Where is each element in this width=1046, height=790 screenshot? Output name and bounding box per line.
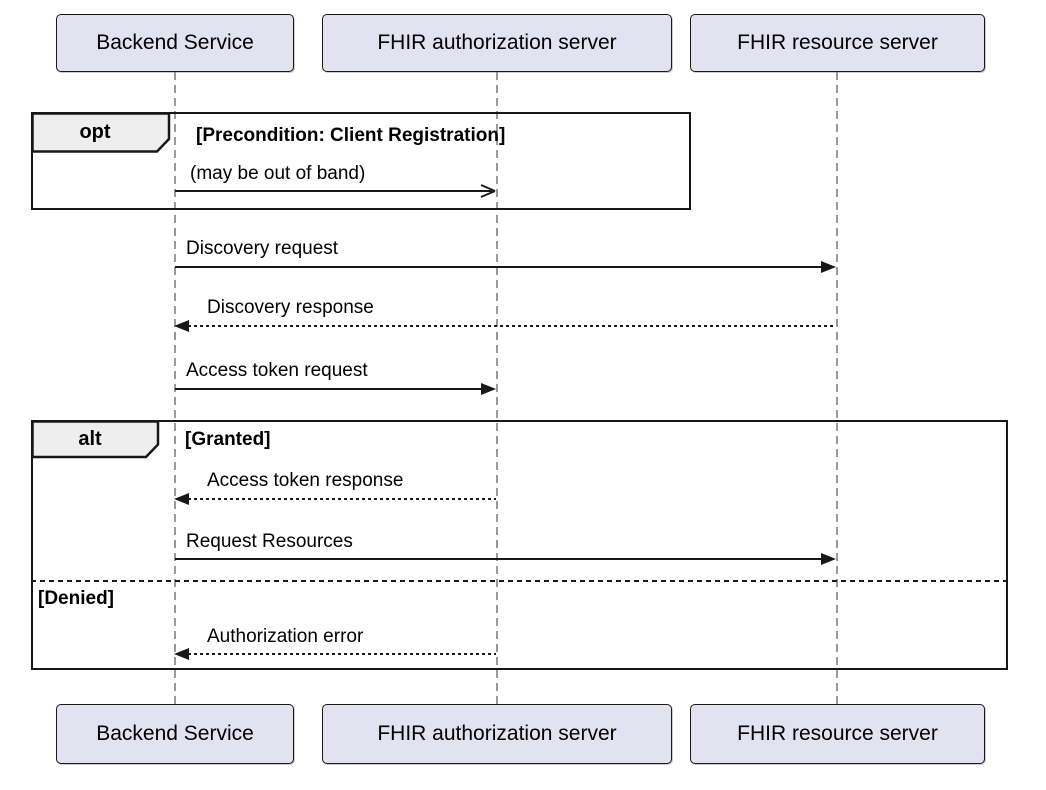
message-may-be-out-of-band: (may be out of band) [190,163,366,184]
participant-label: FHIR resource server [737,31,938,54]
message-line-access-token-response [188,498,496,500]
message-access-token-request: Access token request [186,360,368,381]
participant-top-backend-service: Backend Service [56,14,294,72]
lifeline-fhir-authorization-server [496,72,498,704]
filled-arrowhead-left-icon [174,648,189,660]
filled-arrowhead-left-icon [174,320,189,332]
message-line-discovery-request [175,266,823,268]
open-arrowhead-icon [480,184,496,198]
message-line-request-resources [175,558,823,560]
opt-fragment [31,112,691,210]
participant-bottom-fhir-resource-server: FHIR resource server [690,704,985,764]
message-line-authorization-error [188,653,496,655]
participant-label: FHIR authorization server [377,722,617,745]
message-line-access-token-request [175,388,482,390]
message-authorization-error: Authorization error [207,626,364,647]
message-discovery-response: Discovery response [207,297,374,318]
participant-label: Backend Service [96,31,254,54]
participant-top-fhir-authorization-server: FHIR authorization server [322,14,672,72]
filled-arrowhead-right-icon [821,553,836,565]
participant-top-fhir-resource-server: FHIR resource server [690,14,985,72]
alt-fragment [31,420,1008,670]
participant-label: Backend Service [96,722,254,745]
participant-label: FHIR authorization server [377,31,617,54]
opt-guard-precondition: [Precondition: Client Registration] [196,125,506,146]
filled-arrowhead-right-icon [481,383,496,395]
alt-guard-granted: [Granted] [185,429,271,450]
message-access-token-response: Access token response [207,470,404,491]
alt-fragment-label-shape [31,420,160,459]
participant-label: FHIR resource server [737,722,938,745]
message-line-discovery-response [188,325,836,327]
alt-divider [31,580,1008,582]
opt-keyword: opt [79,121,111,143]
filled-arrowhead-left-icon [174,493,189,505]
opt-fragment-label-shape [31,112,171,153]
filled-arrowhead-right-icon [821,261,836,273]
message-line-may-be-out-of-band [175,190,492,192]
alt-guard-denied: [Denied] [38,588,114,609]
message-discovery-request: Discovery request [186,238,339,259]
participant-bottom-fhir-authorization-server: FHIR authorization server [322,704,672,764]
lifeline-fhir-resource-server [836,72,838,704]
participant-bottom-backend-service: Backend Service [56,704,294,764]
message-request-resources: Request Resources [186,531,353,552]
alt-keyword: alt [78,428,102,450]
